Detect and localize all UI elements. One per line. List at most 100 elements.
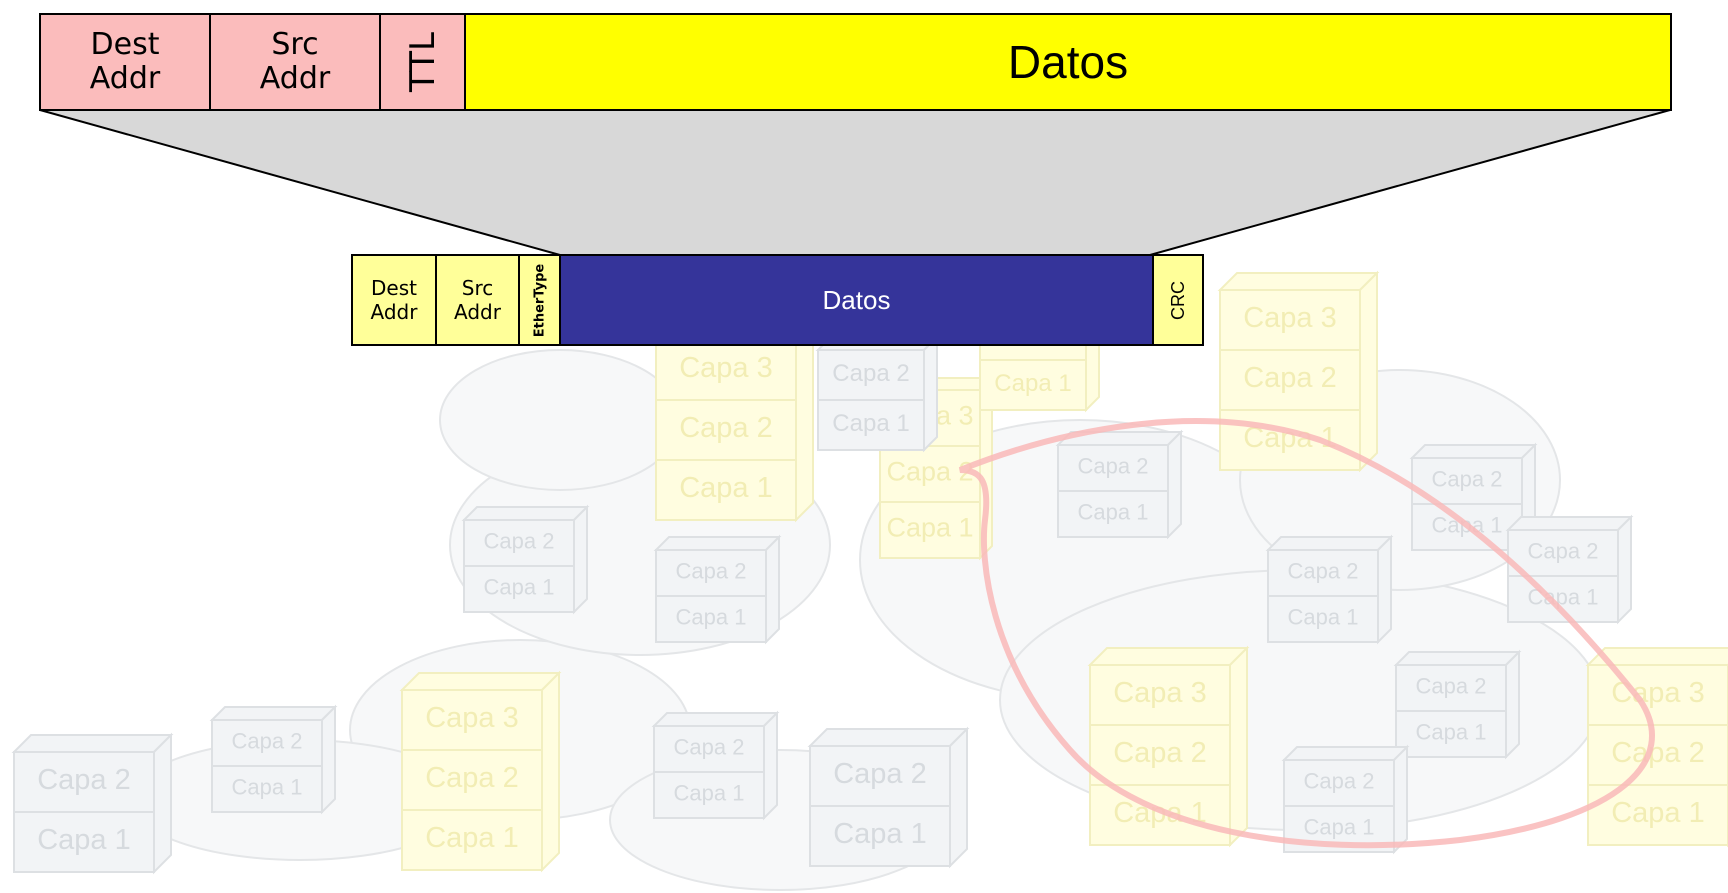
layer-box xyxy=(1395,710,1507,758)
packet-ttl-label: TTL xyxy=(402,32,443,92)
switch-stack: Capa 2 Capa 1 xyxy=(209,704,338,815)
frame-src-label-1: Src xyxy=(461,276,494,300)
frame-data-label: Datos xyxy=(822,284,891,315)
layer-box xyxy=(655,339,797,401)
frame-src-label-2: Addr xyxy=(454,300,501,324)
layer-label: Capa 2 xyxy=(1611,737,1705,769)
layer-box xyxy=(13,811,155,873)
layer-label: Capa 2 xyxy=(1288,559,1359,584)
layer-label: Capa 1 xyxy=(676,605,747,630)
layer-box xyxy=(817,399,925,451)
frame-data: Datos xyxy=(559,254,1154,346)
layer-box xyxy=(1587,724,1728,786)
layer-label: Capa 1 xyxy=(679,472,773,504)
layer-label: Capa 2 xyxy=(676,559,747,584)
layer-box xyxy=(1057,490,1169,538)
layer-label: Capa 1 xyxy=(994,370,1071,397)
layer-label: Capa 2 xyxy=(484,529,555,554)
layer-label: Capa 1 xyxy=(1416,720,1487,745)
layer-label: Capa 2 xyxy=(833,758,927,790)
layer-label: Capa 2 xyxy=(674,735,745,760)
layer-box xyxy=(817,349,925,401)
frame-dest-label-1: Dest xyxy=(371,276,417,300)
layer-box xyxy=(1395,664,1507,712)
packet-data: Datos xyxy=(464,13,1672,111)
layer-label: Capa 3 xyxy=(679,352,773,384)
layer-label: Capa 2 xyxy=(1078,454,1149,479)
layer-label: Capa 1 xyxy=(37,824,131,856)
encapsulation-funnel xyxy=(39,109,1671,256)
frame-ethertype-label: EtherType xyxy=(532,263,547,337)
layer-box xyxy=(1587,664,1728,726)
frame-crc: CRC xyxy=(1152,254,1204,346)
layer-box xyxy=(655,549,767,597)
layer-box xyxy=(401,809,543,871)
switch-stack: Capa 2 Capa 1 xyxy=(461,504,590,615)
frame-dest-label-2: Addr xyxy=(370,300,418,324)
layer-box xyxy=(463,565,575,613)
layer-label: Capa 1 xyxy=(484,575,555,600)
layer-label: Capa 2 xyxy=(886,457,973,487)
layer-label: Capa 2 xyxy=(1528,539,1599,564)
layer-box xyxy=(1219,409,1361,471)
layer-box xyxy=(809,805,951,867)
layer-label: Capa 2 xyxy=(1113,737,1207,769)
layer-box xyxy=(1089,724,1231,786)
layer-label: Capa 1 xyxy=(425,822,519,854)
cloud-shape xyxy=(439,349,681,491)
layer-box xyxy=(653,725,765,773)
layer-label: Capa 2 xyxy=(1416,674,1487,699)
layer-label: Capa 2 xyxy=(1243,362,1337,394)
layer-box xyxy=(655,595,767,643)
layer-box xyxy=(211,719,323,767)
layer-label: Capa 3 xyxy=(1243,302,1337,334)
layer-label: Capa 2 xyxy=(425,762,519,794)
layer-box xyxy=(211,765,323,813)
layer-box xyxy=(1267,595,1379,643)
layer-label: Capa 1 xyxy=(1078,500,1149,525)
layer-label: Capa 2 xyxy=(37,764,131,796)
layer-label: Capa 1 xyxy=(232,775,303,800)
layer-label: Capa 3 xyxy=(1113,677,1207,709)
layer-label: Capa 1 xyxy=(833,818,927,850)
frame-ethertype: EtherType xyxy=(518,254,561,346)
layer-label: Capa 1 xyxy=(1288,605,1359,630)
layer-box xyxy=(879,501,981,559)
layer-box xyxy=(653,771,765,819)
router-stack: Capa 3 Capa 2 Capa 1 xyxy=(399,670,562,873)
layer-label: Capa 2 xyxy=(1432,467,1503,492)
layer-label: Capa 2 xyxy=(1304,769,1375,794)
packet-data-label: Datos xyxy=(1007,36,1129,88)
switch-stack: Capa 2 Capa 1 xyxy=(1055,429,1184,540)
packet-dest-label-2: Addr xyxy=(89,61,161,96)
packet-dest-label-1: Dest xyxy=(90,27,160,62)
frame-crc-label: CRC xyxy=(1167,280,1188,320)
packet-ttl: TTL xyxy=(379,13,466,111)
layer-label: Capa 1 xyxy=(832,410,909,437)
layer-box xyxy=(1057,444,1169,492)
layer-box xyxy=(1089,664,1231,726)
layer-label: Capa 1 xyxy=(1611,797,1705,829)
switch-stack: Capa 2 Capa 1 xyxy=(653,534,782,645)
layer-label: Capa 2 xyxy=(832,360,909,387)
layer-label: Capa 2 xyxy=(679,412,773,444)
switch-stack: Capa 2 Capa 1 xyxy=(807,726,970,869)
layer-box xyxy=(13,751,155,813)
layer-box xyxy=(655,459,797,521)
layer-label: Capa 2 xyxy=(232,729,303,754)
route-path xyxy=(958,418,1655,849)
switch-stack: Capa 2 Capa 1 xyxy=(815,334,940,453)
packet-src-label-1: Src xyxy=(271,27,319,62)
layer-box xyxy=(1267,549,1379,597)
layer-label: Capa 3 xyxy=(425,702,519,734)
switch-stack: Capa 2 Capa 1 xyxy=(1393,649,1522,760)
